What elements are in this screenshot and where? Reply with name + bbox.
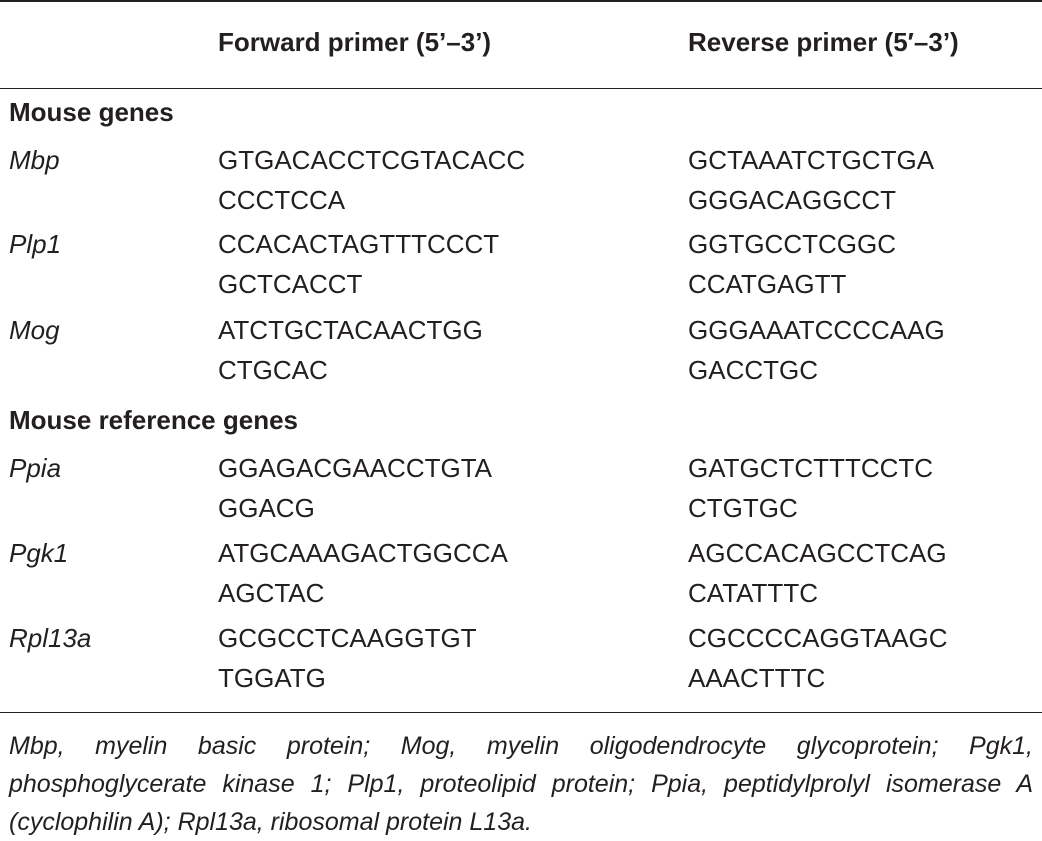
section-title-mouse-reference-genes: Mouse reference genes bbox=[9, 405, 299, 435]
forward-primer: GGAGACGAACCTGTA GGACG bbox=[218, 448, 492, 528]
forward-primer: GTGACACCTCGTACACC CCCTCCA bbox=[218, 140, 525, 220]
reverse-primer-line-2: CCATGAGTT bbox=[688, 269, 847, 299]
table-row-mog: Mog ATCTGCTACAACTGG CTGCAC GGGAAATCCCCAA… bbox=[0, 310, 1042, 402]
reverse-primer-line-2: GACCTGC bbox=[688, 355, 818, 385]
forward-primer: ATCTGCTACAACTGG CTGCAC bbox=[218, 310, 483, 390]
forward-primer-line-1: GCGCCTCAAGGTGT bbox=[218, 623, 477, 653]
forward-primer-line-2: CCCTCCA bbox=[218, 185, 346, 215]
top-rule bbox=[0, 0, 1042, 2]
reverse-primer: AGCCACAGCCTCAG CATATTTC bbox=[688, 533, 947, 613]
reverse-primer-line-1: AGCCACAGCCTCAG bbox=[688, 538, 947, 568]
forward-primer: GCGCCTCAAGGTGT TGGATG bbox=[218, 618, 477, 698]
table-row-ppia: Ppia GGAGACGAACCTGTA GGACG GATGCTCTTTCCT… bbox=[0, 448, 1042, 540]
forward-primer-line-2: GCTCACCT bbox=[218, 269, 363, 299]
reverse-primer-line-1: GGGAAATCCCCAAG bbox=[688, 315, 945, 345]
gene-name: Ppia bbox=[9, 453, 62, 483]
table-row-rpl13a: Rpl13a GCGCCTCAAGGTGT TGGATG CGCCCCAGGTA… bbox=[0, 618, 1042, 710]
table-row-mbp: Mbp GTGACACCTCGTACACC CCCTCCA GCTAAATCTG… bbox=[0, 140, 1042, 232]
gene-name: Mbp bbox=[9, 145, 60, 175]
reverse-primer-line-2: AAACTTTC bbox=[688, 663, 826, 693]
header-reverse-primer: Reverse primer (5′–3’) bbox=[688, 27, 959, 57]
table-footnote: Mbp, myelin basic protein; Mog, myelin o… bbox=[9, 732, 1033, 836]
forward-primer-line-1: GGAGACGAACCTGTA bbox=[218, 453, 492, 483]
table-row-plp1: Plp1 CCACACTAGTTTCCCT GCTCACCT GGTGCCTCG… bbox=[0, 224, 1042, 316]
forward-primer-line-1: ATGCAAAGACTGGCCA bbox=[218, 538, 508, 568]
forward-primer-line-2: CTGCAC bbox=[218, 355, 328, 385]
header-forward-primer: Forward primer (5’–3’) bbox=[218, 27, 492, 57]
reverse-primer-line-2: CATATTTC bbox=[688, 578, 818, 608]
reverse-primer-line-1: CGCCCCAGGTAAGC bbox=[688, 623, 948, 653]
reverse-primer: GGTGCCTCGGC CCATGAGTT bbox=[688, 224, 896, 304]
forward-primer: CCACACTAGTTTCCCT GCTCACCT bbox=[218, 224, 499, 304]
forward-primer-line-2: GGACG bbox=[218, 493, 315, 523]
bottom-rule bbox=[0, 712, 1042, 713]
gene-name: Pgk1 bbox=[9, 538, 69, 568]
table-row-pgk1: Pgk1 ATGCAAAGACTGGCCA AGCTAC AGCCACAGCCT… bbox=[0, 533, 1042, 625]
gene-name: Rpl13a bbox=[9, 623, 92, 653]
reverse-primer: CGCCCCAGGTAAGC AAACTTTC bbox=[688, 618, 948, 698]
gene-name: Mog bbox=[9, 315, 60, 345]
reverse-primer: GCTAAATCTGCTGA GGGACAGGCCT bbox=[688, 140, 934, 220]
forward-primer-line-2: AGCTAC bbox=[218, 578, 325, 608]
reverse-primer-line-1: GATGCTCTTTCCTC bbox=[688, 453, 934, 483]
reverse-primer-line-2: GGGACAGGCCT bbox=[688, 185, 897, 215]
reverse-primer-line-2: CTGTGC bbox=[688, 493, 798, 523]
forward-primer: ATGCAAAGACTGGCCA AGCTAC bbox=[218, 533, 508, 613]
forward-primer-line-1: GTGACACCTCGTACACC bbox=[218, 145, 526, 175]
gene-name: Plp1 bbox=[9, 229, 62, 259]
reverse-primer: GATGCTCTTTCCTC CTGTGC bbox=[688, 448, 933, 528]
reverse-primer: GGGAAATCCCCAAG GACCTGC bbox=[688, 310, 945, 390]
section-title-mouse-genes: Mouse genes bbox=[9, 97, 174, 127]
forward-primer-line-1: ATCTGCTACAACTGG bbox=[218, 315, 483, 345]
header-rule bbox=[0, 88, 1042, 89]
reverse-primer-line-1: GGTGCCTCGGC bbox=[688, 229, 896, 259]
forward-primer-line-1: CCACACTAGTTTCCCT bbox=[218, 229, 500, 259]
reverse-primer-line-1: GCTAAATCTGCTGA bbox=[688, 145, 935, 175]
forward-primer-line-2: TGGATG bbox=[218, 663, 326, 693]
